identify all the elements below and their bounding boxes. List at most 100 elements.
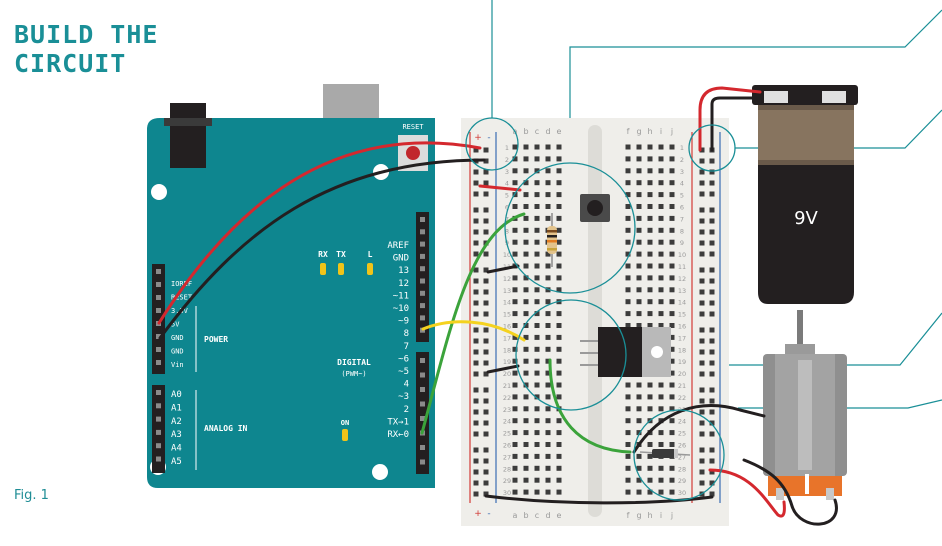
breadboard-hole — [669, 239, 675, 245]
breadboard-hole — [534, 394, 540, 400]
breadboard-hole — [534, 215, 540, 221]
breadboard-hole — [545, 334, 551, 340]
rail-hole — [699, 289, 705, 295]
breadboard-hole — [545, 453, 551, 459]
power-header — [152, 264, 165, 374]
pin-label: 13 — [398, 266, 409, 276]
row-number: 7 — [505, 215, 509, 223]
pin-label: 7 — [404, 342, 409, 352]
breadboard-hole — [625, 168, 631, 174]
led — [338, 263, 344, 275]
breadboard-hole — [556, 311, 562, 317]
board-body — [147, 118, 435, 488]
breadboard-hole — [636, 215, 642, 221]
breadboard-hole — [658, 144, 664, 150]
breadboard-hole — [512, 251, 518, 257]
rail-hole — [473, 338, 479, 344]
header-hole — [420, 266, 425, 272]
push-button — [580, 194, 610, 222]
column-letter: e — [557, 127, 562, 136]
breadboard-hole — [636, 287, 642, 293]
breadboard-hole — [512, 239, 518, 245]
rail-hole — [709, 387, 715, 393]
breadboard-hole — [523, 275, 529, 281]
breadboard-hole — [545, 358, 551, 364]
callout-circle-battery-rail — [688, 124, 736, 172]
row-number: 15 — [503, 311, 511, 319]
breadboard-hole — [647, 394, 653, 400]
rail-hole — [473, 398, 479, 404]
rail-hole — [699, 169, 705, 175]
column-letter: h — [647, 127, 652, 136]
breadboard-hole — [523, 406, 529, 412]
column-letter: i — [660, 127, 662, 136]
rail-hole — [483, 300, 489, 306]
breadboard-hole — [669, 358, 675, 364]
breadboard-hole — [625, 215, 631, 221]
breadboard-hole — [647, 406, 653, 412]
breadboard-hole — [534, 358, 540, 364]
rail-hole — [699, 398, 705, 404]
breadboard-hole — [669, 394, 675, 400]
pin-label: A3 — [171, 430, 182, 440]
breadboard-hole — [545, 311, 551, 317]
breadboard-hole — [625, 251, 631, 257]
rail-hole — [483, 147, 489, 153]
breadboard-hole — [647, 275, 653, 281]
breadboard-hole — [636, 418, 642, 424]
rail-hole — [483, 278, 489, 284]
breadboard-hole — [545, 156, 551, 162]
reset-label: RESET — [402, 123, 424, 131]
rail-hole — [473, 431, 479, 437]
breadboard-hole — [512, 180, 518, 186]
rail-hole — [699, 409, 705, 415]
rail-hole — [699, 240, 705, 246]
rail-hole — [473, 240, 479, 246]
breadboard-hole — [647, 227, 653, 233]
breadboard-hole — [669, 382, 675, 388]
breadboard-hole — [523, 251, 529, 257]
breadboard-hole — [658, 406, 664, 412]
breadboard-hole — [647, 204, 653, 209]
rail-hole — [699, 191, 705, 197]
breadboard-hole — [647, 382, 653, 388]
rail-hole — [483, 229, 489, 235]
breadboard-hole — [534, 477, 540, 483]
digital-label: DIGITAL — [337, 358, 371, 367]
breadboard-hole — [512, 299, 518, 305]
breadboard-hole — [534, 299, 540, 305]
rail-hole — [483, 360, 489, 366]
header-hole — [420, 253, 425, 259]
breadboard-hole — [556, 251, 562, 257]
row-number: 29 — [503, 477, 511, 485]
breadboard-hole — [636, 251, 642, 257]
row-number: 27 — [503, 453, 511, 461]
rail-hole — [473, 191, 479, 197]
row-number: 12 — [503, 275, 511, 283]
header-hole — [420, 315, 425, 321]
pin-label: ~5 — [398, 367, 409, 377]
rail-hole — [473, 360, 479, 366]
rail-hole — [699, 207, 705, 213]
breadboard-hole — [512, 442, 518, 447]
digital-header-lower — [416, 352, 429, 474]
breadboard-hole — [647, 180, 653, 186]
column-letter: f — [627, 511, 630, 520]
row-number: 5 — [680, 192, 684, 200]
breadboard-hole — [534, 287, 540, 293]
breadboard-hole — [556, 418, 562, 424]
pin-label: GND — [171, 348, 184, 356]
breadboard-hole — [625, 430, 631, 436]
rail-hole — [483, 469, 489, 475]
rail-hole — [709, 251, 715, 257]
column-letter: e — [557, 511, 562, 520]
breadboard-hole — [534, 168, 540, 174]
breadboard-hole — [625, 382, 631, 388]
breadboard-hole — [523, 263, 529, 269]
breadboard-hole — [636, 239, 642, 245]
breadboard-hole — [625, 453, 631, 459]
column-letter: c — [535, 511, 539, 520]
breadboard-hole — [512, 227, 518, 233]
breadboard-hole — [545, 192, 551, 198]
